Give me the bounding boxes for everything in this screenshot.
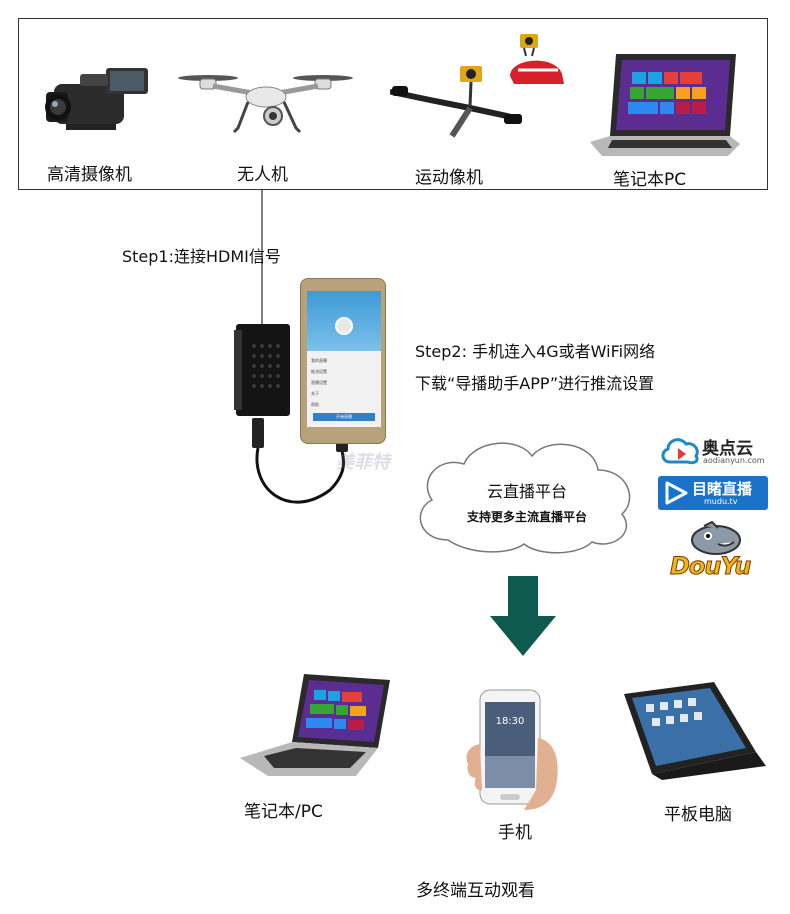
laptop-icon [590, 54, 740, 156]
aodianyun-name: 奥点云 [702, 439, 753, 459]
cloud-title: 云直播平台 [486, 482, 567, 501]
terminal-tablet-icon [624, 682, 766, 780]
aodianyun-url: aodianyun.com [703, 456, 765, 465]
action-camera-label: 运动像机 [415, 168, 483, 188]
aodianyun-logo: 奥点云 aodianyun.com [660, 434, 768, 468]
app-menu-item[interactable]: 关于 [311, 391, 319, 396]
streaming-phone: 我的直播 推流设置 直播设置 关于 帮助 开始直播 [300, 278, 386, 444]
step1-text: Step1:连接HDMI信号 [122, 247, 281, 266]
app-menu-item[interactable]: 我的直播 [311, 358, 327, 363]
step2-line1: Step2: 手机连入4G或者WiFi网络 [415, 342, 656, 361]
terminal-phone-label: 手机 [498, 823, 532, 843]
action-camera-icon [390, 34, 564, 138]
hdmi-cable-diagram [234, 190, 348, 504]
watermark: 美菲特 [336, 452, 390, 473]
cloud-shape [419, 442, 631, 554]
source-devices-box [18, 18, 768, 190]
app-menu-item[interactable]: 帮助 [311, 402, 319, 407]
phone-clock: 18:30 [495, 716, 525, 727]
douyu-logo: DouYu [668, 520, 760, 582]
terminal-phone-icon [466, 689, 558, 810]
step2-line2: 下载“导播助手APP”进行推流设置 [415, 374, 655, 393]
cloud-subtitle: 支持更多主流直播平台 [466, 510, 587, 524]
app-menu: 我的直播 推流设置 直播设置 关于 帮助 [311, 355, 377, 410]
start-live-button[interactable]: 开始直播 [313, 413, 375, 421]
mudu-name: 目睹直播 [692, 480, 753, 498]
mudu-logo: 目睹直播 mudu.tv [658, 476, 768, 510]
app-menu-item[interactable]: 直播设置 [311, 380, 327, 385]
multi-terminal-footer: 多终端互动观看 [416, 881, 535, 901]
douyu-name: DouYu [669, 552, 751, 581]
play-icon [665, 481, 688, 505]
terminal-laptop-label: 笔记本/PC [244, 802, 323, 822]
drone-icon [178, 75, 353, 134]
cloud-play-icon [661, 438, 699, 465]
avatar [335, 317, 353, 335]
terminal-tablet-label: 平板电脑 [664, 805, 732, 825]
camcorder-icon [45, 68, 148, 130]
douyu-fish-icon [691, 520, 741, 555]
phone-screen: 我的直播 推流设置 直播设置 关于 帮助 开始直播 [307, 291, 381, 427]
camcorder-label: 高清摄像机 [47, 165, 132, 185]
mudu-url: mudu.tv [704, 497, 738, 506]
terminal-laptop-icon [240, 674, 390, 776]
drone-label: 无人机 [237, 165, 288, 185]
down-arrow-icon [490, 576, 556, 656]
laptop-label: 笔记本PC [613, 170, 687, 190]
app-menu-item[interactable]: 推流设置 [311, 369, 327, 374]
